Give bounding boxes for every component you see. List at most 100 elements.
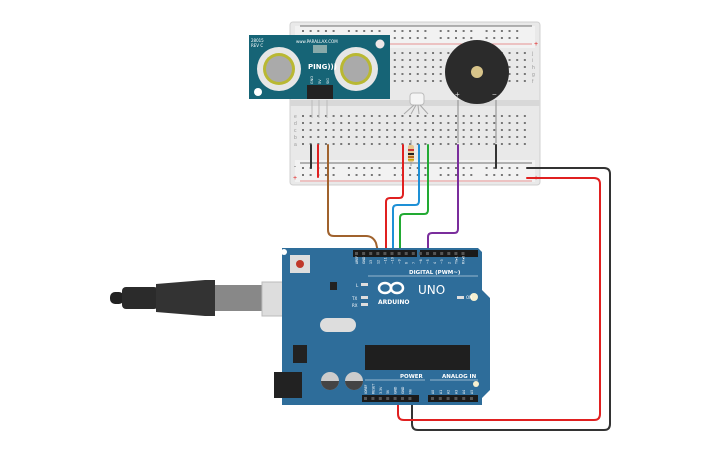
hole (485, 37, 488, 39)
header-pin[interactable] (404, 252, 408, 255)
hole (500, 30, 503, 32)
hole (386, 136, 389, 138)
header-pin[interactable] (371, 397, 375, 400)
pin-label: GND (401, 386, 405, 394)
led-rx (361, 303, 368, 306)
wire-sensor-sig[interactable] (327, 144, 380, 257)
hole (432, 122, 435, 124)
header-pin[interactable] (438, 397, 442, 400)
header-pin[interactable] (431, 397, 434, 400)
hole (508, 80, 511, 82)
row-letter: a (294, 142, 297, 148)
hole (309, 129, 312, 131)
hole (401, 129, 404, 131)
hole (416, 73, 419, 75)
hole (347, 129, 350, 131)
hole (309, 30, 312, 32)
header-pin[interactable] (426, 252, 429, 255)
hole (523, 136, 526, 138)
header-pin[interactable] (447, 252, 451, 255)
hole (516, 59, 519, 61)
header-pin[interactable] (418, 252, 422, 255)
hole (439, 167, 442, 169)
header-pin[interactable] (355, 252, 358, 255)
pin-label: A2 (447, 390, 451, 394)
hole (516, 115, 519, 117)
wire-buzzer[interactable] (427, 144, 459, 257)
hole (516, 174, 519, 176)
sensor-model: PING))) (308, 63, 337, 71)
hole (455, 129, 457, 131)
rgb-led[interactable] (403, 92, 429, 115)
header-pin[interactable] (433, 252, 437, 255)
hole (477, 115, 480, 117)
piezo-buzzer[interactable]: + − (445, 40, 509, 143)
wire-power-long[interactable] (397, 177, 601, 421)
wire-led-red[interactable] (385, 144, 404, 257)
hole (455, 122, 457, 124)
sensor-part: 28015 (251, 38, 264, 43)
pin-label: GND (362, 256, 366, 264)
hole (493, 37, 496, 39)
hole (401, 136, 404, 138)
hole (470, 37, 473, 39)
header-pin[interactable] (440, 252, 444, 255)
hole (516, 143, 519, 145)
header-pin[interactable] (364, 397, 367, 400)
hole (516, 37, 519, 39)
header-pin[interactable] (462, 397, 466, 400)
hole (508, 37, 511, 39)
hole (409, 122, 412, 124)
header-pin[interactable] (454, 397, 458, 400)
header-pin[interactable] (376, 252, 380, 255)
resistor[interactable] (408, 140, 414, 166)
hole (477, 122, 480, 124)
header-pin[interactable] (383, 252, 387, 255)
hole (409, 37, 412, 39)
hole (500, 122, 503, 124)
buzzer-minus-label: − (492, 90, 497, 99)
header-pin[interactable] (397, 252, 401, 255)
ultrasonic-sensor[interactable]: www.PARALLAX.COM 28015 REV C PING))) GND… (249, 35, 390, 118)
header-pin[interactable] (401, 397, 404, 400)
hole (409, 30, 412, 32)
hole (409, 129, 412, 131)
hole (386, 122, 389, 124)
hole (317, 30, 320, 32)
hole (439, 66, 442, 68)
hole (386, 115, 389, 117)
usb-cable[interactable] (110, 280, 301, 317)
wire-led-blue[interactable] (392, 144, 420, 257)
hole (340, 122, 343, 124)
header-pin[interactable] (461, 252, 465, 255)
hole (340, 143, 343, 145)
header-pin[interactable] (408, 397, 412, 400)
hole (470, 167, 473, 169)
header-pin[interactable] (362, 252, 366, 255)
hole (355, 122, 358, 124)
header-pin[interactable] (386, 397, 390, 400)
wire-led-green[interactable] (399, 144, 429, 257)
hole (416, 167, 419, 169)
hole (302, 167, 304, 169)
hole (523, 129, 526, 131)
header-pin[interactable] (470, 397, 473, 400)
microcontroller-chip (365, 345, 470, 370)
header-pin[interactable] (454, 252, 458, 255)
hole (363, 122, 366, 124)
header-pin[interactable] (446, 397, 450, 400)
hole (370, 129, 373, 131)
hole (378, 129, 381, 131)
header-pin[interactable] (369, 252, 373, 255)
power-jack[interactable] (274, 372, 302, 398)
header-pin[interactable] (411, 252, 415, 255)
hole (332, 174, 335, 176)
header-pin[interactable] (378, 397, 382, 400)
hole (340, 136, 343, 138)
hole (477, 136, 480, 138)
header-pin[interactable] (393, 397, 397, 400)
pin-label: RX◂0 (462, 256, 466, 264)
wire-ground-long[interactable] (411, 167, 611, 431)
header-pin[interactable] (390, 252, 394, 255)
